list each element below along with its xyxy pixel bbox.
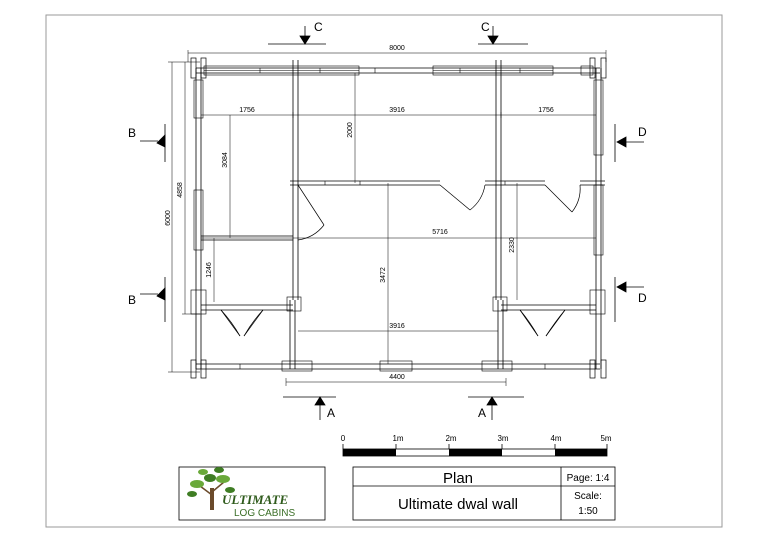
scale-tick-3: 3m bbox=[497, 434, 508, 443]
page-label: Page: 1:4 bbox=[567, 473, 610, 484]
scale-bar: 0 1m 2m 3m 4m 5m bbox=[341, 434, 612, 457]
dim-right-lower: 2330 bbox=[509, 237, 516, 253]
floor-plan bbox=[190, 57, 607, 379]
section-a-left: A bbox=[327, 406, 335, 420]
scale-tick-2: 2m bbox=[445, 434, 456, 443]
section-c-left: C bbox=[314, 20, 323, 34]
doors bbox=[220, 184, 581, 337]
top-windows bbox=[203, 65, 594, 76]
section-b-bottom: B bbox=[128, 293, 136, 307]
dim-right-room: 1756 bbox=[538, 107, 554, 114]
scale-tick-4: 4m bbox=[550, 434, 561, 443]
dim-center-depth: 3472 bbox=[380, 267, 387, 283]
dim-corridor: 5716 bbox=[432, 229, 448, 236]
title-subtitle: Ultimate dwal wall bbox=[398, 496, 518, 513]
dimension-texts: 8000 1756 3916 1756 6000 4858 3084 1246 … bbox=[165, 45, 554, 381]
log-marks bbox=[239, 68, 546, 369]
dim-porch: 3916 bbox=[389, 323, 405, 330]
logo-box: ULTIMATE LOG CABINS bbox=[178, 466, 326, 521]
side-windows bbox=[190, 79, 606, 315]
internal-walls bbox=[201, 60, 605, 369]
logo-text-logcabins: LOG CABINS bbox=[234, 508, 295, 519]
section-b-top: B bbox=[128, 126, 136, 140]
section-letters: C C B B D D A A bbox=[128, 20, 647, 420]
scale-tick-1: 1m bbox=[392, 434, 403, 443]
title-plan: Plan bbox=[443, 470, 473, 487]
bottom-windows bbox=[281, 360, 513, 372]
title-block bbox=[352, 466, 616, 521]
section-d-bottom: D bbox=[638, 291, 647, 305]
scale-label: Scale: bbox=[574, 491, 602, 502]
dim-left-lower: 1246 bbox=[206, 262, 213, 278]
scale-value: 1:50 bbox=[578, 506, 598, 517]
dim-inner-depth: 4858 bbox=[177, 182, 184, 198]
dim-left-room: 1756 bbox=[239, 107, 255, 114]
dimension-lines bbox=[168, 50, 607, 386]
logo-text-ultimate: ULTIMATE bbox=[222, 492, 289, 507]
dim-overall-depth: 6000 bbox=[165, 210, 172, 226]
scale-tick-5: 5m bbox=[600, 434, 611, 443]
corner-posts bbox=[190, 57, 607, 379]
dim-upper-room: 2000 bbox=[347, 122, 354, 138]
scale-tick-0: 0 bbox=[341, 434, 346, 443]
dim-center-room: 3916 bbox=[389, 107, 405, 114]
dim-overall-width: 8000 bbox=[389, 45, 405, 52]
section-a-right: A bbox=[478, 406, 486, 420]
tree-logo-icon bbox=[187, 467, 235, 510]
dim-left-upper: 3084 bbox=[222, 152, 229, 168]
dim-front: 4400 bbox=[389, 374, 405, 381]
sheet-border bbox=[45, 14, 723, 528]
section-markers bbox=[140, 26, 644, 420]
section-c-right: C bbox=[481, 20, 490, 34]
section-d-top: D bbox=[638, 125, 647, 139]
